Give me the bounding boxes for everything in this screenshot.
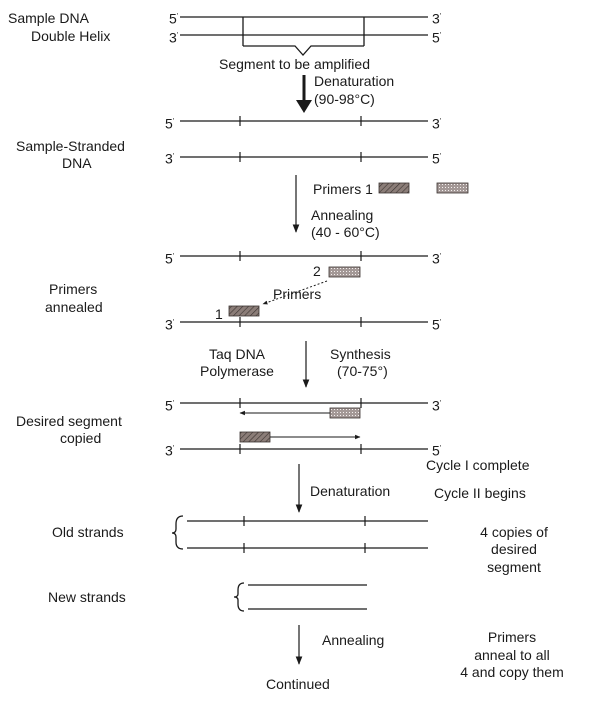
label-old-strands: Old strands — [52, 524, 124, 540]
end-label-3: 3′ — [169, 29, 179, 46]
end-label-5: 5′ — [432, 442, 442, 459]
end-label-5: 5′ — [165, 115, 175, 132]
anneal-all-label-3: 4 and copy them — [460, 664, 564, 680]
new-strands-brace — [233, 582, 245, 612]
end-label-3: 3′ — [165, 442, 175, 459]
continued-label: Continued — [266, 676, 330, 692]
label-desired-segment: Desired segment — [16, 413, 122, 429]
anneal-all-label-2: anneal to all — [474, 647, 550, 663]
taq-label-2: Polymerase — [200, 363, 274, 379]
primer-2-free — [436, 182, 469, 194]
old-strands-brace — [171, 515, 184, 550]
primer-2-annealed — [328, 266, 361, 278]
denaturation-arrow-head — [296, 100, 312, 113]
segment-brace — [243, 45, 364, 56]
end-label-3: 3′ — [165, 150, 175, 167]
primer-1-free — [378, 182, 410, 194]
end-label-5: 5′ — [432, 29, 442, 46]
end-label-5: 5′ — [432, 150, 442, 167]
end-label-3: 3′ — [432, 250, 442, 267]
taq-label-1: Taq DNA — [209, 346, 266, 362]
label-double-helix: Double Helix — [31, 28, 111, 44]
anneal-all-label-1: Primers — [487, 629, 537, 645]
synthesis-label: Synthesis — [330, 346, 391, 362]
segment-amplified-label: Segment to be amplified — [219, 56, 370, 72]
annealing-label: Annealing — [311, 207, 374, 223]
end-label-5: 5′ — [169, 10, 179, 27]
primer-2-extended — [329, 407, 361, 419]
primer-1-extended — [239, 431, 271, 443]
primers-mid-label: Primers — [273, 286, 322, 302]
label-primers: Primers — [49, 281, 98, 297]
label-annealed: annealed — [45, 299, 103, 315]
end-label-5: 5′ — [165, 397, 175, 414]
primer-1-annealed — [228, 305, 260, 317]
end-label-5: 5′ — [165, 250, 175, 267]
label-sample-dna: Sample DNA — [8, 10, 89, 26]
denaturation-2-label: Denaturation — [310, 483, 391, 499]
end-label-5: 5′ — [432, 316, 442, 333]
label-copied: copied — [60, 430, 102, 446]
copies-label-1: 4 copies of — [480, 524, 548, 540]
annealing-temp: (40 - 60°C) — [311, 224, 380, 240]
end-label-3: 3′ — [432, 397, 442, 414]
primers-pointer-arrow — [262, 280, 328, 305]
end-label-3: 3′ — [165, 316, 175, 333]
primer-number-1: 1 — [215, 306, 223, 322]
copies-label-3: segment — [487, 559, 541, 575]
label-dna: DNA — [62, 155, 92, 171]
end-label-3: 3′ — [432, 115, 442, 132]
label-single-stranded: Sample-Stranded — [16, 138, 125, 154]
label-new-strands: New strands — [48, 589, 126, 605]
end-label-3: 3′ — [432, 10, 442, 27]
cycle-1-complete: Cycle I complete — [426, 457, 530, 473]
denaturation-label: Denaturation — [314, 73, 395, 89]
primers-1-label: Primers 1 — [313, 181, 373, 197]
denaturation-temp: (90-98°C) — [314, 91, 375, 107]
synthesis-temp: (70-75°) — [337, 363, 388, 379]
copies-label-2: desired — [491, 541, 537, 557]
annealing-2-label: Annealing — [322, 632, 385, 648]
cycle-2-begins: Cycle II begins — [434, 485, 526, 501]
primer-number-2: 2 — [313, 263, 321, 279]
